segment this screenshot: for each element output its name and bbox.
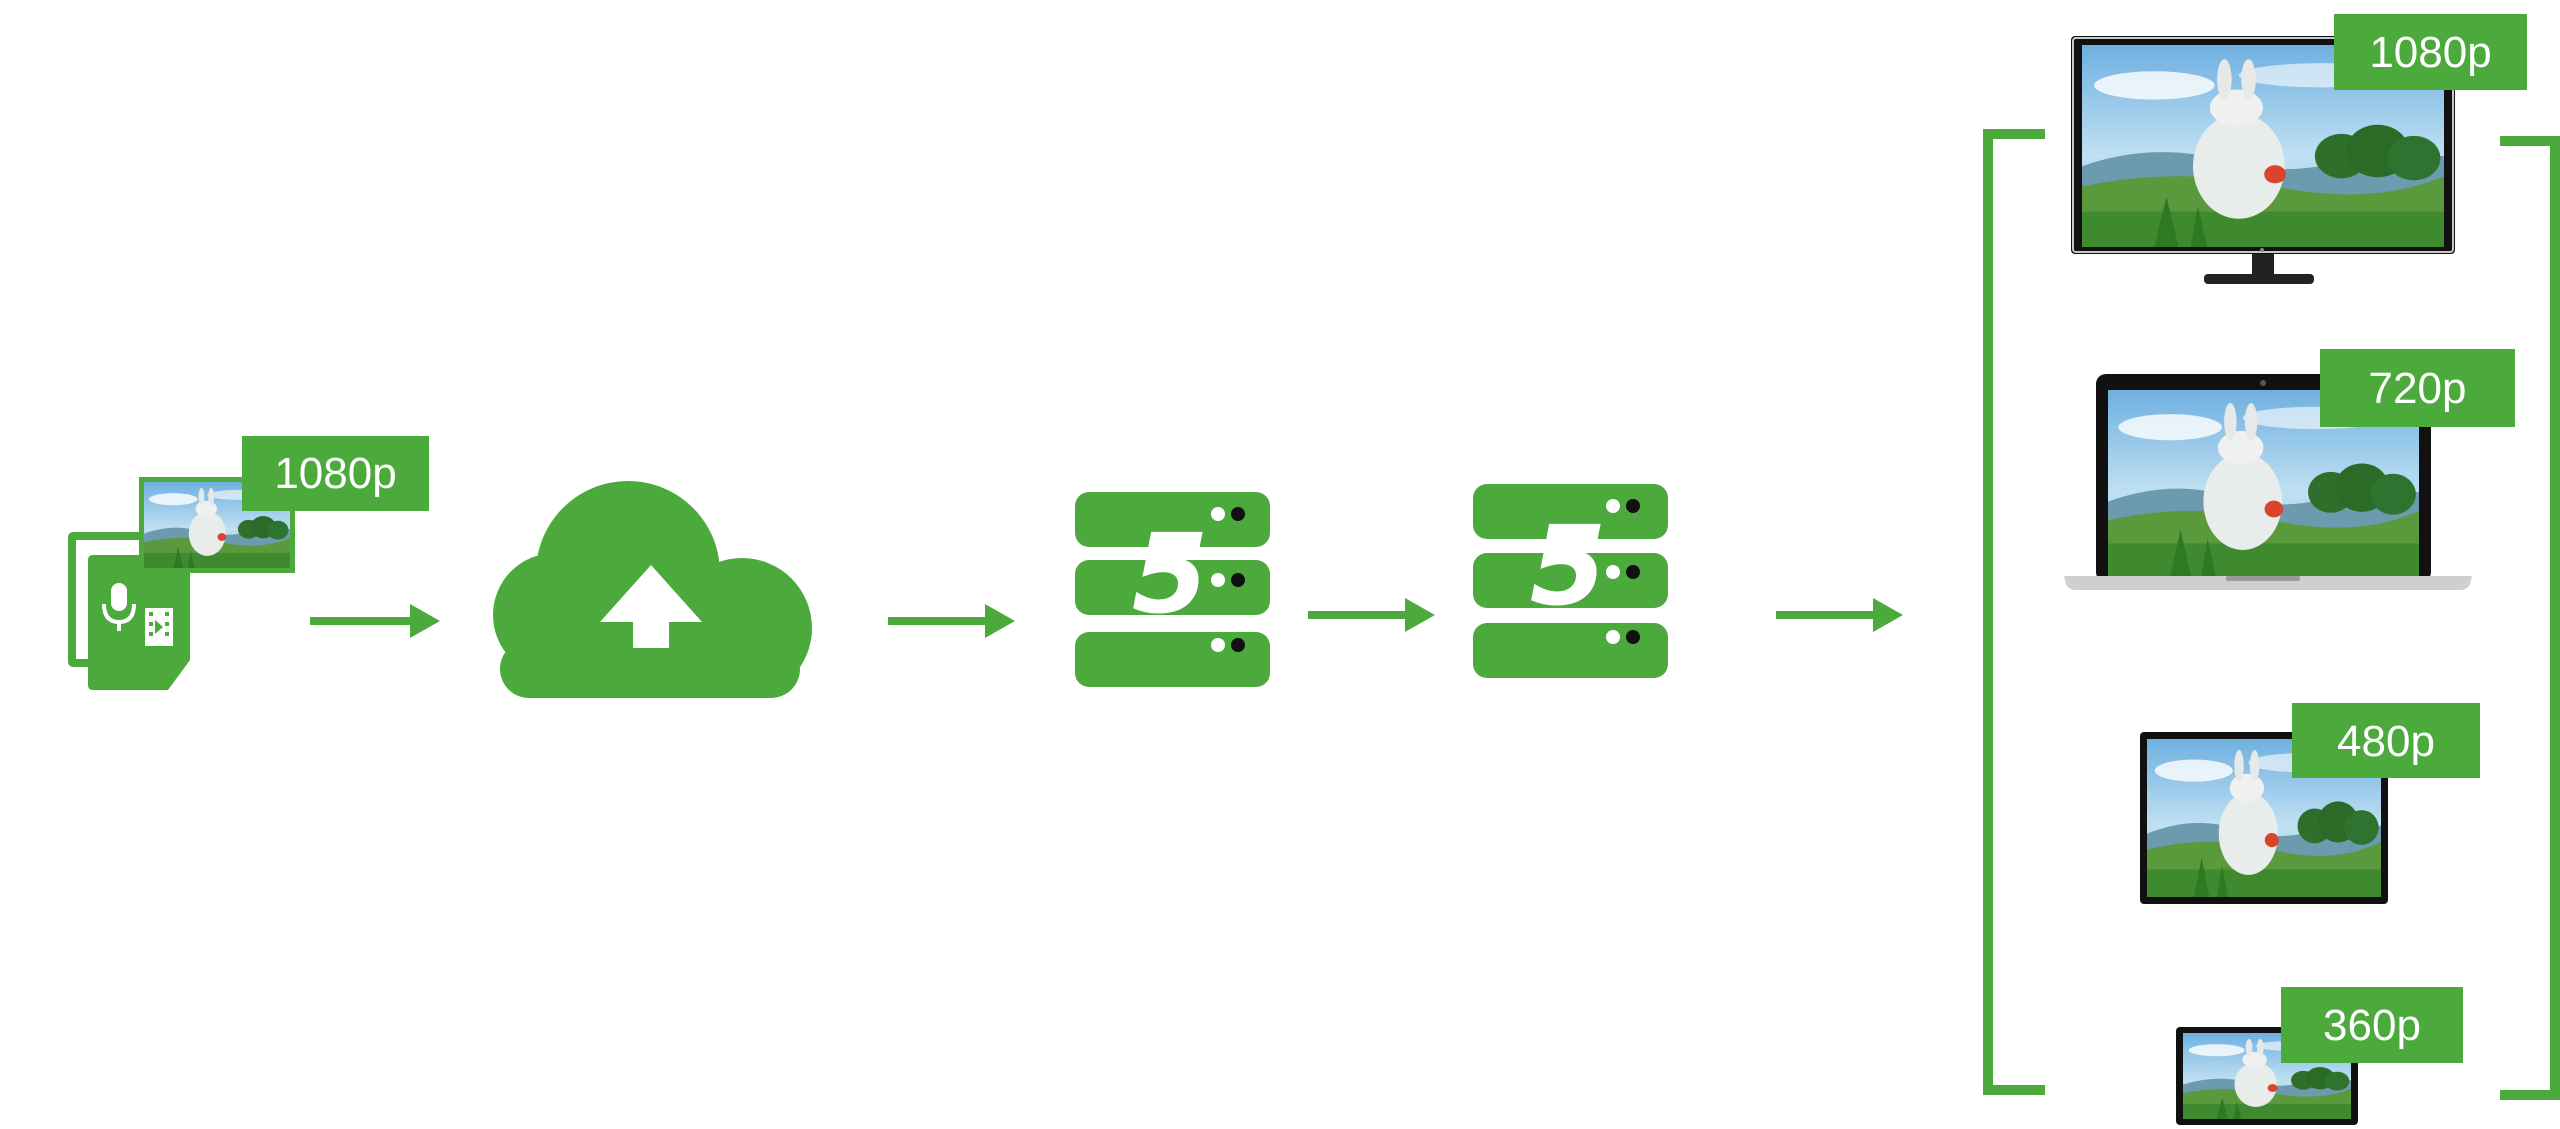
microphone-icon — [102, 583, 136, 631]
server-glyph: 5 — [1530, 502, 1607, 630]
flow-arrows — [310, 598, 1903, 638]
monitor-resolution-label: 1080p — [2369, 28, 2491, 77]
monitor-resolution-badge: 1080p — [2334, 14, 2527, 90]
arrow-right-icon — [1308, 598, 1435, 632]
server-glyph: 5 — [1132, 510, 1209, 638]
phone-device: 360p — [2176, 987, 2463, 1125]
film-icon — [145, 608, 173, 646]
laptop-resolution-badge: 720p — [2320, 349, 2515, 427]
arrow-right-icon — [1776, 598, 1903, 632]
source-resolution-badge: 1080p — [242, 436, 429, 511]
bracket-left — [1983, 129, 2045, 1095]
phone-resolution-label: 360p — [2323, 1001, 2421, 1050]
arrow-right-icon — [310, 604, 440, 638]
laptop-resolution-label: 720p — [2369, 364, 2467, 413]
server-stack-2: 5 — [1473, 484, 1668, 678]
cloud-upload-icon — [493, 481, 812, 698]
monitor-device: 1080p — [2071, 14, 2527, 284]
file-fold — [168, 668, 190, 690]
server-stack-1: 5 — [1075, 492, 1270, 687]
laptop-device: 720p — [2064, 349, 2515, 590]
tablet-device: 480p — [2140, 703, 2480, 904]
arrow-right-icon — [888, 604, 1015, 638]
file-front — [88, 555, 190, 690]
bracket-right — [2500, 136, 2560, 1100]
source-media-files: 1080p — [68, 436, 429, 690]
tablet-resolution-badge: 480p — [2292, 703, 2480, 778]
output-bracket — [1983, 129, 2560, 1100]
tablet-resolution-label: 480p — [2337, 717, 2435, 766]
source-resolution-label: 1080p — [274, 449, 396, 498]
phone-resolution-badge: 360p — [2281, 987, 2463, 1063]
